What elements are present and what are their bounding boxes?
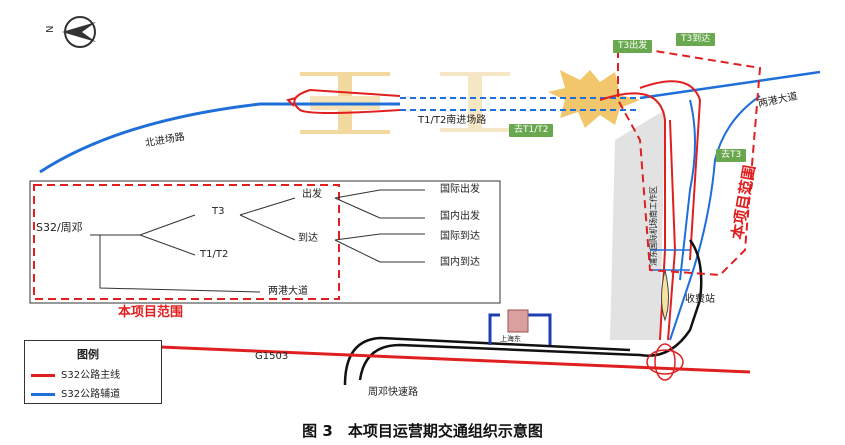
toll-station — [661, 269, 669, 322]
g1503-label: G1503 — [255, 351, 289, 362]
figure-caption: 图 3 本项目运营期交通组织示意图 — [302, 422, 543, 440]
flow-dom-arrival: 国内到达 — [440, 257, 480, 268]
flow-t3: T3 — [212, 206, 225, 217]
terminal-t2 — [440, 72, 510, 132]
legend-title: 图例 — [77, 348, 99, 361]
station-building — [507, 309, 529, 333]
aux-road-t3 — [679, 99, 696, 281]
svg-text:N: N — [45, 26, 56, 33]
flow-t1t2: T1/T2 — [200, 249, 229, 260]
tag-to-t1t2: 去T1/T2 — [509, 124, 554, 137]
aux-road-lianggang — [639, 70, 821, 100]
shanghai-east-label: 上海东 — [500, 335, 521, 343]
tag-to-t3: 去T3 — [716, 149, 747, 162]
toll-booth-lines — [650, 249, 690, 271]
main-line-t1-loop — [293, 88, 401, 114]
flow-intl-arrival: 国际到达 — [440, 231, 480, 242]
flow-origin: S32/周邓 — [36, 221, 83, 234]
g1503-road — [159, 345, 751, 374]
flow-arrows — [90, 189, 425, 293]
legend-item-main: S32公路主线 — [31, 366, 120, 381]
main-line-t3-loop — [639, 80, 702, 261]
flow-arrival: 到达 — [298, 233, 318, 244]
flow-dom-departure: 国内出发 — [440, 211, 480, 222]
zhoudeng-road — [358, 239, 703, 381]
tag-t3-departure: T3出发 — [613, 40, 653, 53]
legend-item-aux: S32公路辅道 — [31, 385, 120, 400]
toll-station-label: 收费站 — [685, 294, 715, 305]
tag-t3-arrival: T3到达 — [676, 33, 716, 46]
aux-road-north — [39, 102, 400, 174]
zhoudeng-road-2 — [343, 336, 631, 386]
scope-boundary-map — [617, 44, 762, 277]
t1t2-south-entry-label: T1/T2南进场路 — [418, 115, 487, 126]
main-line-trunk — [599, 92, 666, 341]
flow-intl-departure: 国际出发 — [440, 184, 480, 195]
legend: 图例 S32公路主线 S32公路辅道 — [24, 340, 162, 404]
north-arrow-icon — [62, 16, 96, 48]
scope-label-flow: 本项目范围 — [118, 305, 184, 320]
flow-panel — [29, 180, 501, 304]
zhoudeng-road-label: 周邓快速路 — [368, 387, 418, 398]
legend-swatch-main — [31, 373, 55, 377]
flow-lianggang: 两港大道 — [268, 286, 308, 297]
legend-swatch-aux — [31, 392, 55, 396]
aux-road-t1t2 — [400, 97, 640, 111]
flow-departure: 出发 — [302, 189, 322, 200]
arrow-icon — [286, 97, 297, 107]
main-line-trunk-2 — [667, 119, 677, 341]
interchange — [646, 343, 684, 381]
work-zone-label: 浦东国际机场南工作区 — [649, 186, 658, 266]
work-zone-area — [610, 110, 665, 340]
